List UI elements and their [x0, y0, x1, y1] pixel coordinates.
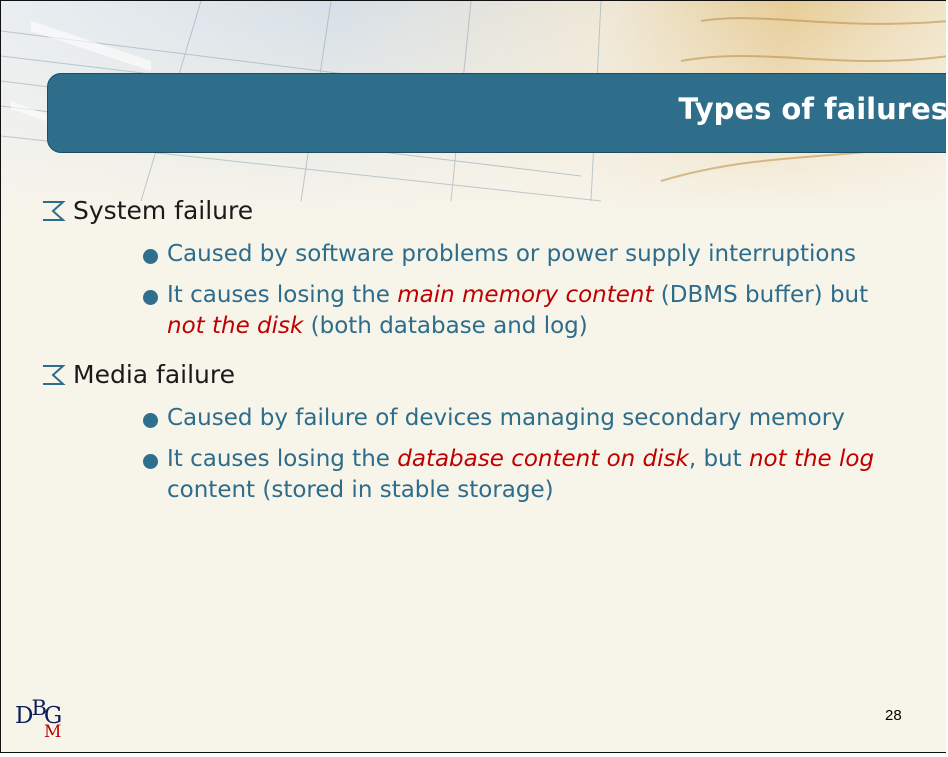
logo-letter-d: D — [15, 703, 34, 729]
sub-bullet-text: Caused by failure of devices managing se… — [167, 403, 911, 434]
sub-bullet-text: Caused by software problems or power sup… — [167, 239, 911, 270]
bullet-heading: Media failure — [31, 360, 911, 389]
emphasized-text: database content on disk — [397, 446, 689, 472]
dot-bullet-icon — [143, 249, 158, 264]
bullet-heading-text: Media failure — [73, 360, 235, 389]
dbmg-logo: DBG M — [15, 697, 63, 743]
slide-title: Types of failures — [678, 92, 946, 126]
text-segment: (DBMS buffer) but — [653, 282, 869, 308]
sub-bullet-text: It causes losing the database content on… — [167, 444, 911, 506]
text-segment: , but — [688, 446, 749, 472]
text-segment: It causes losing the — [167, 282, 398, 308]
bullet-heading: System failure — [31, 196, 911, 225]
text-segment: Caused by failure of devices managing se… — [167, 405, 845, 431]
logo-letter-m: M — [44, 722, 62, 742]
emphasized-text: main memory content — [397, 282, 654, 308]
dot-bullet-icon — [143, 413, 158, 428]
sub-bullet: Caused by failure of devices managing se… — [31, 403, 911, 434]
logo-letter-b: B — [31, 696, 47, 720]
sub-bullet: It causes losing the main memory content… — [31, 280, 911, 342]
sub-bullet: Caused by software problems or power sup… — [31, 239, 911, 270]
sigma-bullet-icon — [41, 200, 67, 222]
dot-bullet-icon — [143, 454, 158, 469]
sigma-bullet-icon — [41, 364, 67, 386]
dot-bullet-icon — [143, 290, 158, 305]
text-segment: It causes losing the — [167, 446, 398, 472]
logo-letter-g: G — [43, 703, 63, 729]
emphasized-text: not the log — [748, 446, 875, 472]
emphasized-text: not the disk — [167, 313, 304, 339]
sub-bullet: It causes losing the database content on… — [31, 444, 911, 506]
text-segment: Caused by software problems or power sup… — [167, 241, 857, 267]
text-segment: (both database and log) — [303, 313, 588, 339]
text-segment: content (stored in stable storage) — [167, 477, 554, 503]
bullet-heading-text: System failure — [73, 196, 254, 225]
sub-bullet-text: It causes losing the main memory content… — [167, 280, 911, 342]
title-bar: Types of failures — [47, 73, 946, 153]
page-number: 28 — [885, 707, 902, 724]
